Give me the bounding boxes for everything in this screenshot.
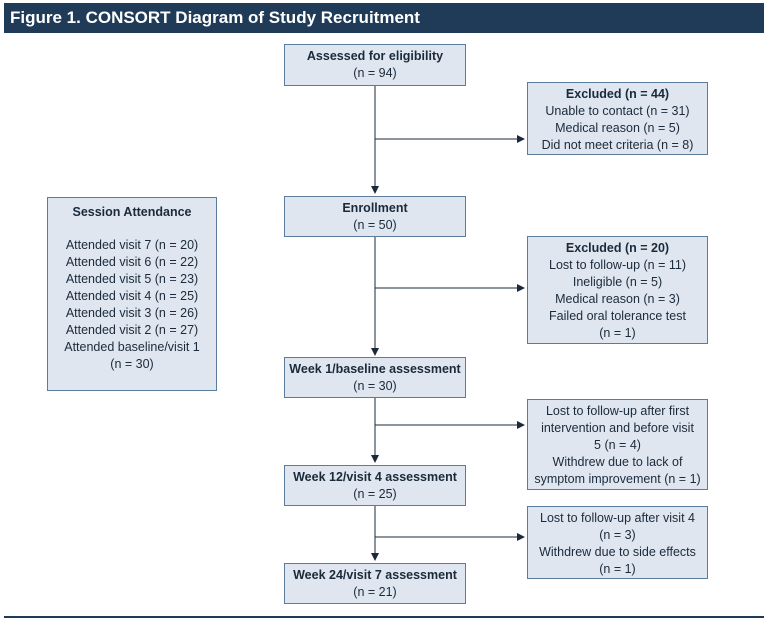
- attendance-line: Attended visit 5 (n = 23): [65, 272, 199, 286]
- box-line: Lost to follow-up (n = 11): [549, 258, 686, 272]
- box-line: Lost to follow-up after first: [545, 404, 690, 418]
- box-excluded-44: Excluded (n = 44) Unable to contact (n =…: [527, 82, 708, 155]
- box-lost-followup-visit5: Lost to follow-up after first interventi…: [527, 399, 708, 490]
- attendance-line: (n = 30): [110, 357, 154, 371]
- box-title: Week 1/baseline assessment: [289, 362, 461, 376]
- box-line: Lost to follow-up after visit 4: [540, 511, 695, 525]
- box-title: Week 12/visit 4 assessment: [293, 470, 457, 484]
- box-line: (n = 1): [599, 562, 636, 576]
- box-count: (n = 21): [353, 585, 397, 599]
- box-lost-followup-visit4: Lost to follow-up after visit 4 (n = 3) …: [527, 506, 708, 579]
- box-line: Unable to contact (n = 31): [545, 104, 690, 118]
- box-week12-visit4: Week 12/visit 4 assessment (n = 25): [284, 465, 466, 506]
- box-line: (n = 1): [599, 326, 636, 340]
- attendance-line: Attended visit 3 (n = 26): [65, 306, 199, 320]
- box-title: Excluded (n = 20): [565, 241, 670, 255]
- box-line: Medical reason (n = 3): [555, 292, 680, 306]
- box-enrollment: Enrollment (n = 50): [284, 196, 466, 237]
- box-line: 5 (n = 4): [594, 438, 641, 452]
- box-count: (n = 30): [353, 379, 397, 393]
- box-line: Did not meet criteria (n = 8): [541, 138, 694, 152]
- box-count: (n = 94): [353, 66, 397, 80]
- box-line: Withdrew due to side effects: [539, 545, 696, 559]
- box-assessed-eligibility: Assessed for eligibility (n = 94): [284, 44, 466, 86]
- attendance-line: Attended visit 7 (n = 20): [65, 238, 199, 252]
- box-week1-baseline: Week 1/baseline assessment (n = 30): [284, 357, 466, 398]
- box-line: Ineligible (n = 5): [572, 275, 663, 289]
- box-line: Failed oral tolerance test: [549, 309, 686, 323]
- box-line: Withdrew due to lack of: [552, 455, 683, 469]
- box-line: symptom improvement (n = 1): [534, 472, 701, 486]
- box-count: (n = 50): [353, 218, 397, 232]
- box-line: (n = 3): [599, 528, 636, 542]
- figure-title: Figure 1. CONSORT Diagram of Study Recru…: [4, 3, 764, 33]
- footer-rule: [4, 616, 764, 618]
- box-excluded-20: Excluded (n = 20) Lost to follow-up (n =…: [527, 236, 708, 344]
- box-session-attendance: Session Attendance Attended visit 7 (n =…: [47, 197, 217, 391]
- box-count: (n = 25): [353, 487, 397, 501]
- box-title: Assessed for eligibility: [306, 49, 444, 63]
- box-week24-visit7: Week 24/visit 7 assessment (n = 21): [284, 563, 466, 604]
- attendance-line: Attended visit 6 (n = 22): [65, 255, 199, 269]
- attendance-line: Attended baseline/visit 1: [64, 340, 200, 354]
- box-line: intervention and before visit: [541, 421, 694, 435]
- attendance-line: Attended visit 2 (n = 27): [65, 323, 199, 337]
- box-title: Week 24/visit 7 assessment: [293, 568, 457, 582]
- box-title: Enrollment: [342, 201, 408, 215]
- attendance-title: Session Attendance: [72, 205, 192, 219]
- attendance-line: Attended visit 4 (n = 25): [65, 289, 199, 303]
- box-title: Excluded (n = 44): [565, 87, 670, 101]
- box-line: Medical reason (n = 5): [555, 121, 680, 135]
